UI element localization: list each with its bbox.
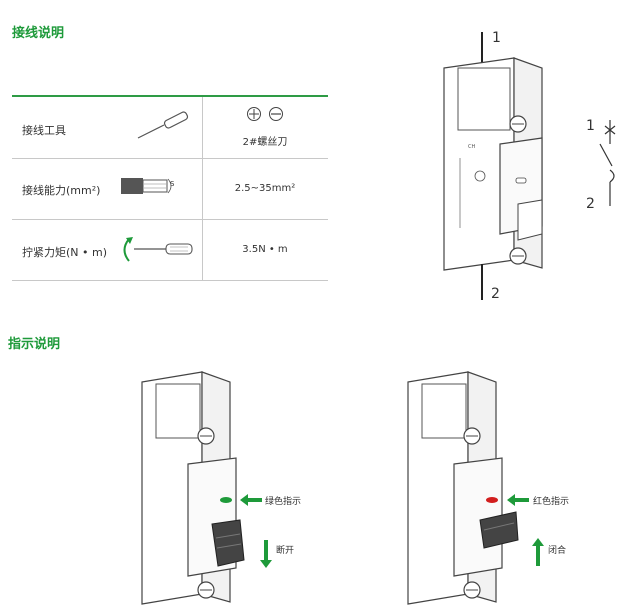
arrow-left-icon	[507, 494, 529, 506]
terminal-label-bottom: 2	[491, 286, 500, 302]
action-label-off: 断开	[276, 546, 295, 556]
svg-text:CH: CH	[468, 144, 475, 150]
phillips-screw-icon	[247, 107, 261, 121]
table-column-divider	[202, 97, 203, 280]
breaker-wiring-illustration: CH	[443, 32, 543, 300]
arrow-left-icon	[240, 494, 262, 506]
wiring-spec-table: 接线工具 2#螺丝刀 接线能力(mm²) S 2.5~35mm² 拧紧力矩(N …	[12, 95, 328, 281]
row-value-tool: 2#螺丝刀	[242, 137, 288, 148]
indicator-label-red: 红色指示	[533, 497, 570, 507]
action-label-on: 闭合	[548, 546, 567, 556]
schematic-label-top: 1	[586, 118, 595, 134]
wiring-section-title: 接线说明	[12, 26, 65, 41]
indicator-label-green: 绿色指示	[265, 497, 302, 507]
breaker-on-illustration	[407, 371, 519, 605]
schematic-label-bottom: 2	[586, 196, 595, 212]
torque-rotation-icon	[123, 237, 133, 262]
row-value-capacity: 2.5~35mm²	[234, 183, 296, 194]
row-value-torque: 3.5N • m	[242, 244, 288, 255]
terminal-label-top: 1	[492, 30, 501, 46]
table-row-capacity: 接线能力(mm²) S 2.5~35mm²	[12, 158, 328, 220]
slotted-screw-icon	[269, 107, 283, 121]
strip-length-marker: S	[170, 180, 175, 188]
arrow-up-icon	[532, 538, 544, 566]
arrow-down-icon	[260, 540, 272, 568]
torque-screwdriver-icon	[134, 243, 193, 255]
indicator-section-title: 指示说明	[8, 337, 61, 352]
table-row-torque: 拧紧力矩(N • m) 3.5N • m	[12, 219, 328, 281]
row-label-tool: 接线工具	[22, 124, 66, 137]
stripped-wire-icon	[121, 178, 172, 194]
row-label-torque: 拧紧力矩(N • m)	[22, 246, 108, 259]
breaker-schematic-symbol	[599, 120, 616, 206]
screwdriver-icon	[137, 111, 189, 139]
row-label-capacity: 接线能力(mm²)	[22, 184, 101, 197]
breaker-off-illustration	[141, 371, 245, 605]
table-row-tool: 接线工具 2#螺丝刀	[12, 97, 328, 159]
